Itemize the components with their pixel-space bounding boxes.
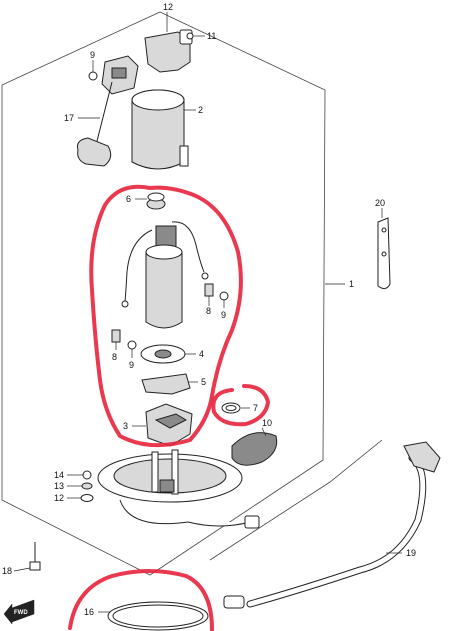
red-markup-gasket <box>68 569 214 631</box>
pump-base-plate <box>97 449 260 529</box>
assembly-boundary <box>1 11 326 576</box>
callout-13: 13 <box>54 481 64 491</box>
callout-4: 4 <box>199 349 204 359</box>
callout-15: 12 <box>163 2 173 12</box>
part-15-bracket <box>144 12 205 73</box>
red-markup-o-ring <box>211 384 270 427</box>
callout-20: 20 <box>375 198 385 208</box>
forward-direction-label: FWD <box>14 610 28 616</box>
part-14-nut <box>67 470 92 480</box>
part-10-fuel-strainer <box>231 427 278 466</box>
part-6-cushion <box>135 192 166 210</box>
callout-7: 7 <box>253 403 258 413</box>
part-9-right-screw <box>219 291 229 308</box>
part-2-filter-case <box>131 89 196 170</box>
callout-19: 19 <box>406 548 416 558</box>
part-8-right-clip <box>204 283 214 306</box>
callout-8-right: 8 <box>206 306 211 316</box>
red-markup-pump-group <box>89 184 243 448</box>
callout-10: 10 <box>262 418 272 428</box>
callout-11: 11 <box>207 31 216 41</box>
callout-8-left: 8 <box>112 352 117 362</box>
callout-9-right: 9 <box>221 310 226 320</box>
part-5-bracket-plate <box>141 373 198 395</box>
callout-labels: 12 11 9 2 17 6 20 1 8 9 8 4 9 5 7 10 3 1… <box>2 2 416 617</box>
part-13-washer <box>67 482 93 490</box>
callout-17: 16 <box>84 607 94 617</box>
part-9-top-screw <box>88 60 98 81</box>
part-20-hanger-bracket <box>377 208 391 290</box>
callout-18: 18 <box>2 566 12 576</box>
callout-2: 2 <box>198 105 203 115</box>
callout-9-left: 9 <box>129 360 134 370</box>
part-7-o-ring <box>221 402 250 414</box>
part-4-pump-holder <box>140 344 196 364</box>
forward-direction-badge: FWD <box>3 599 35 625</box>
part-19-fuel-hose <box>209 439 441 609</box>
callout-1: 1 <box>349 279 354 289</box>
part-3-filter-case <box>132 403 193 447</box>
callout-6: 6 <box>126 194 131 204</box>
callout-14: 14 <box>54 470 64 480</box>
fuel-pump-motor <box>121 221 209 329</box>
callout-12: 12 <box>54 493 64 503</box>
red-markup-annotations <box>68 184 270 631</box>
callout-9-top: 9 <box>90 50 95 60</box>
part-9-left-screw <box>127 340 137 358</box>
part-17-tank-gasket <box>98 601 209 631</box>
part-16-fuel-level-float <box>77 81 113 167</box>
callout-5: 5 <box>201 377 206 387</box>
callout-3: 3 <box>123 421 128 431</box>
part-8-left-clip <box>111 329 121 350</box>
part-18-bolt <box>13 542 41 572</box>
pressure-regulator-block <box>101 55 139 95</box>
part-12-seal-washer <box>67 494 94 502</box>
callout-16: 17 <box>64 113 74 123</box>
